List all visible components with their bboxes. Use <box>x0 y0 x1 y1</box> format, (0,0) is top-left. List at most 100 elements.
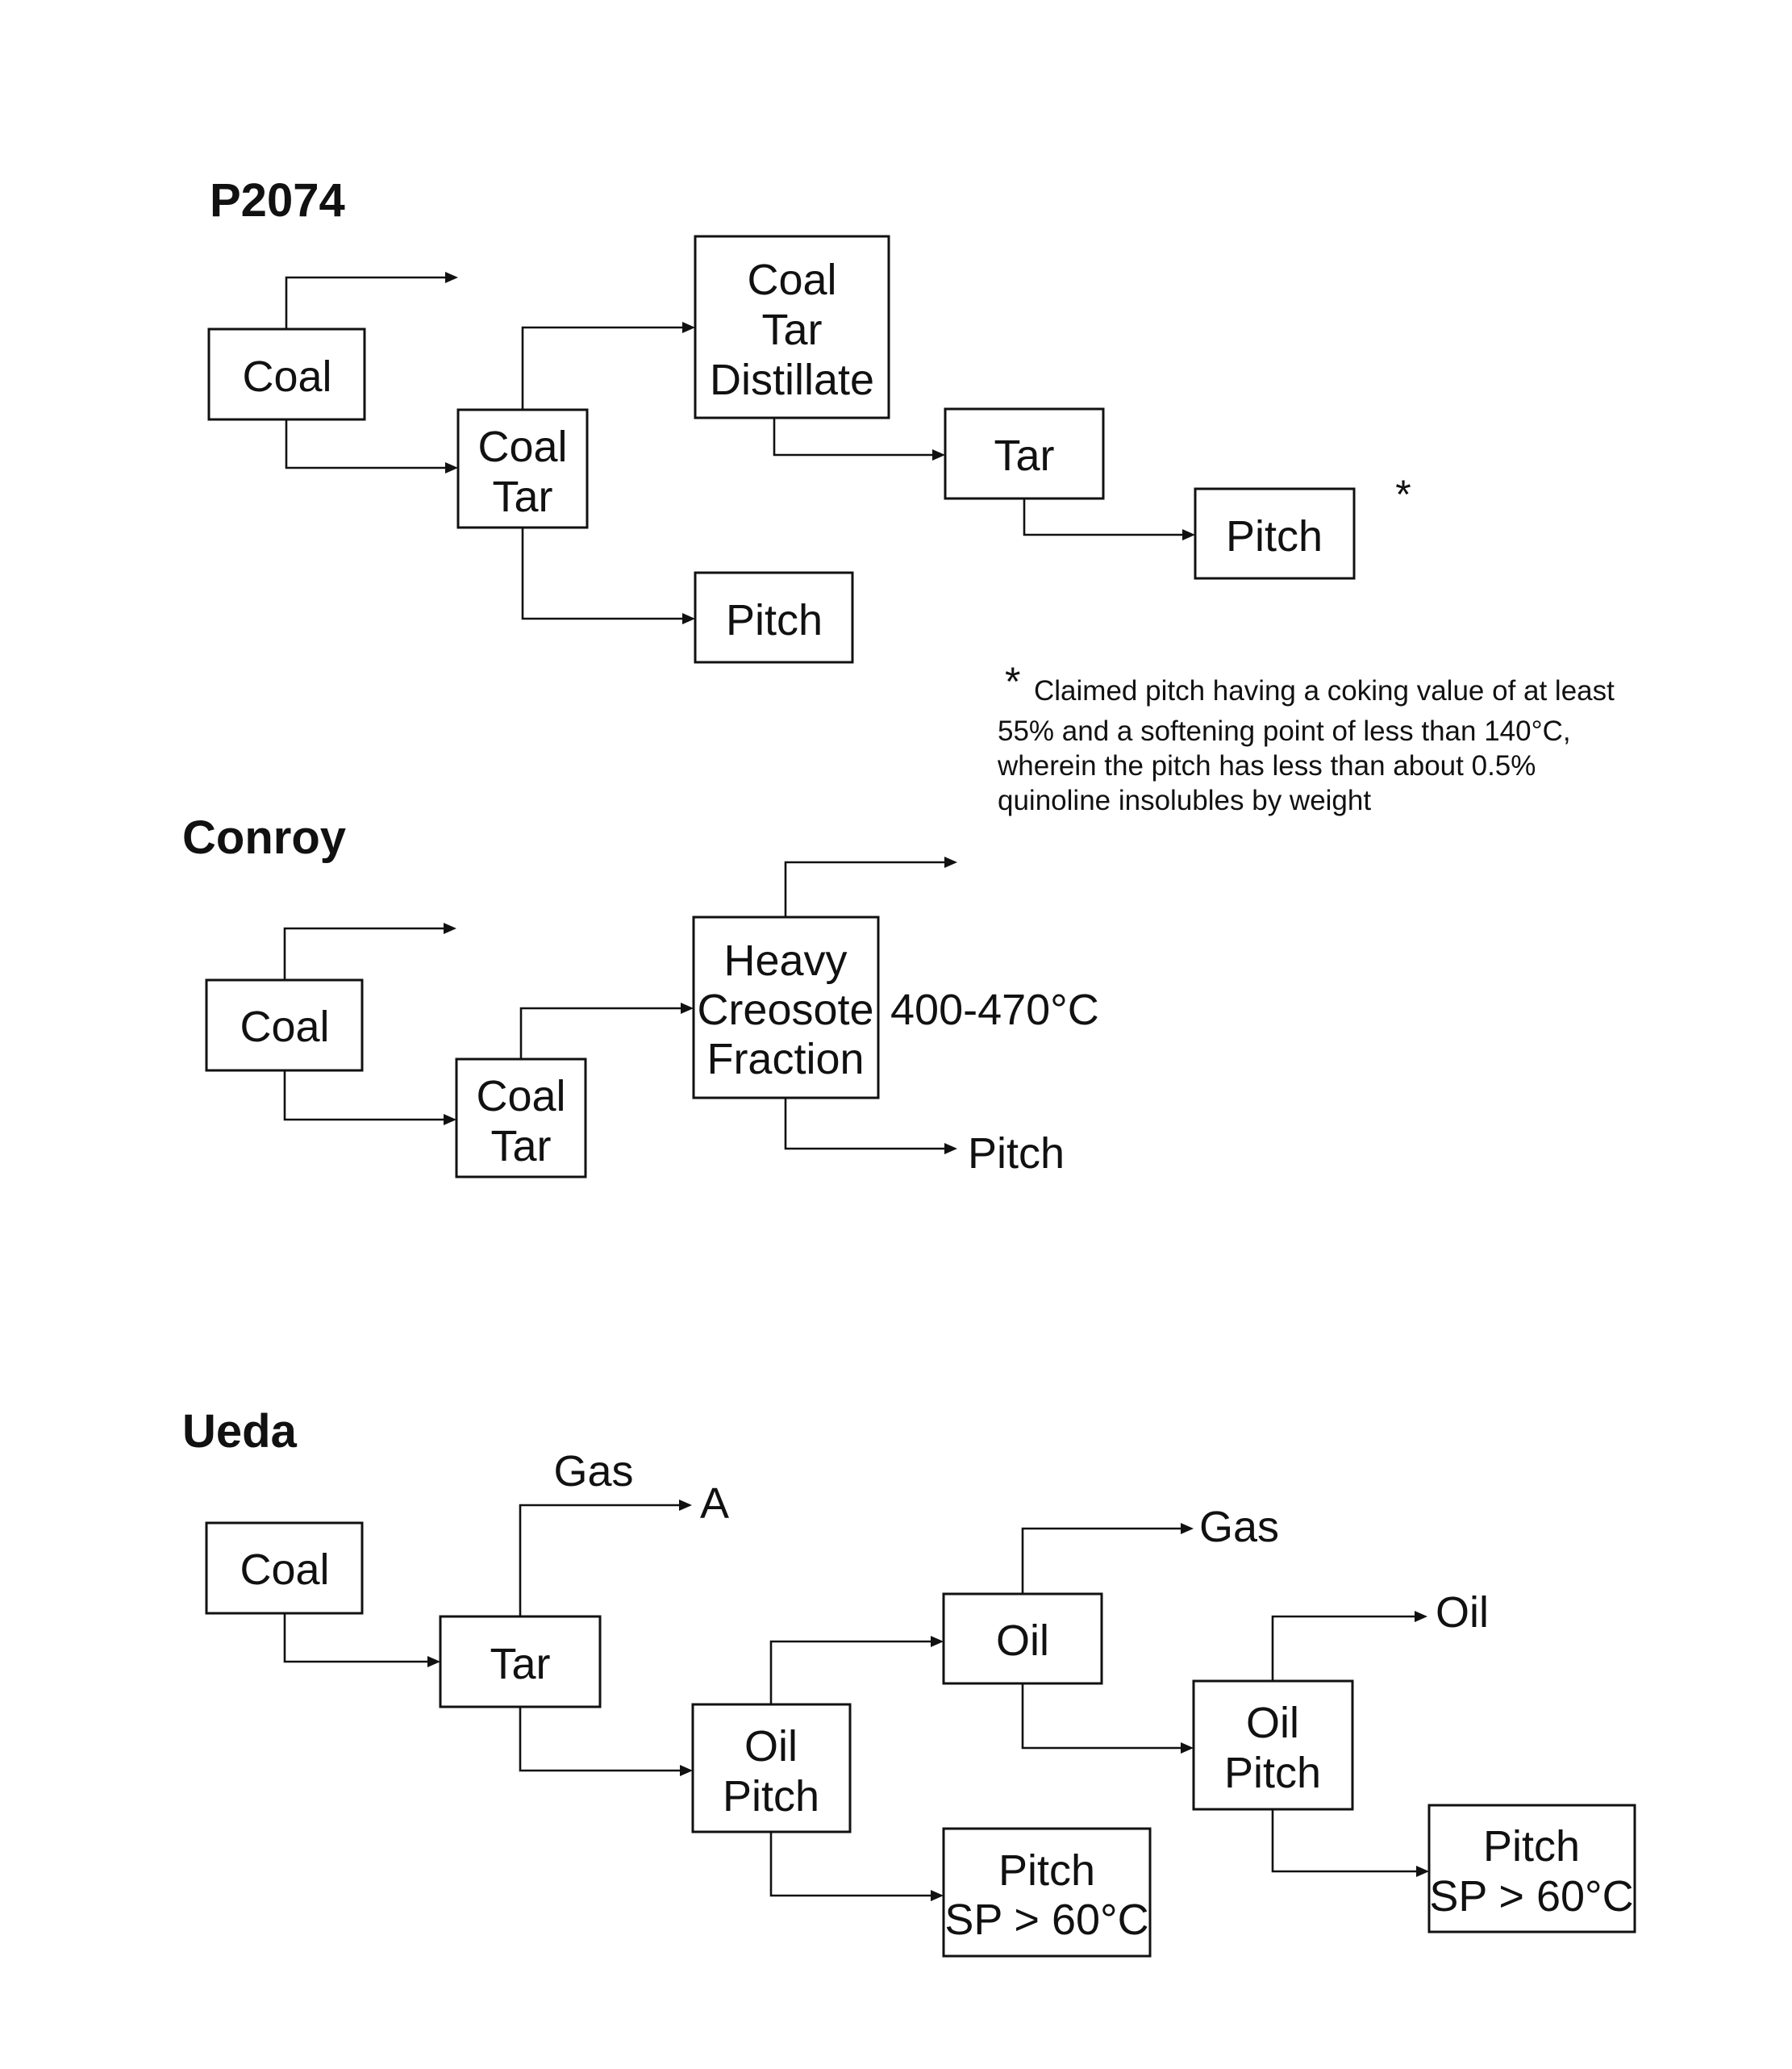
footnote-asterisk: * <box>1005 659 1020 704</box>
ueda-tar-box: Tar <box>440 1616 600 1707</box>
p2074-coal-tar-box: Coal Tar <box>458 410 587 528</box>
arrow-right-icon <box>444 1114 456 1125</box>
ueda-pitch-sp-2-line-2: SP > 60°C <box>1429 1872 1633 1921</box>
ueda-oil-pitch-1-box: Oil Pitch <box>693 1704 850 1832</box>
conroy-coal-vent-line <box>285 928 444 980</box>
arrow-right-icon <box>1182 529 1195 540</box>
ueda-oil-pitch-2-to-pitch-line <box>1273 1809 1417 1871</box>
conroy-coal-box: Coal <box>206 980 362 1070</box>
conroy-coal-tar-line-2: Tar <box>490 1122 551 1170</box>
p2074-claim-footnote: * Claimed pitch having a coking value of… <box>997 659 1615 816</box>
arrow-right-icon <box>1181 1742 1194 1754</box>
conroy-coal-label: Coal <box>240 1003 329 1051</box>
p2074-tar-to-pitch-line <box>523 528 683 619</box>
ueda-gas-output-label: Gas <box>1199 1503 1279 1551</box>
conroy-title: Conroy <box>182 811 346 864</box>
ueda-pitch-sp-2-line-1: Pitch <box>1483 1822 1580 1871</box>
arrow-right-icon <box>682 322 695 333</box>
conroy-coal-to-tar-line <box>285 1070 444 1120</box>
arrow-right-icon <box>680 1765 693 1776</box>
arrow-right-icon <box>679 1500 692 1511</box>
arrow-right-icon <box>682 613 695 624</box>
arrow-right-icon <box>944 857 957 868</box>
ueda-coal-label: Coal <box>240 1545 329 1594</box>
p2074-distillate-to-tar-line <box>774 418 933 455</box>
p2074-coal-tar-line-1: Coal <box>477 423 567 471</box>
ueda-a-label: A <box>700 1479 729 1528</box>
p2074-distillate-line-1: Coal <box>747 256 836 304</box>
ueda-pitch-sp-1-box: Pitch SP > 60°C <box>944 1829 1150 1956</box>
conroy-section: Conroy Coal Coal Tar Heavy Creosote Frac… <box>182 811 1099 1178</box>
ueda-oil-pitch-1-line-1: Oil <box>744 1722 798 1771</box>
ueda-title: Ueda <box>182 1405 298 1458</box>
p2074-distillate-line-2: Tar <box>761 306 822 354</box>
ueda-tar-label: Tar <box>490 1640 550 1688</box>
p2074-section: P2074 Coal Coal Tar Coal Tar Distillate … <box>209 174 1615 816</box>
ueda-pitch-sp-1-line-1: Pitch <box>998 1846 1095 1895</box>
ueda-oil-pitch-1-line-2: Pitch <box>723 1772 819 1821</box>
ueda-oil-pitch-to-pitch-line <box>771 1832 931 1896</box>
ueda-oil-to-oil-pitch-line <box>1023 1683 1181 1748</box>
p2074-tar-to-distillate-line <box>523 327 683 410</box>
conroy-creosote-to-pitch-line <box>786 1098 945 1149</box>
conroy-creosote-vent-line <box>786 862 945 917</box>
ueda-oil-pitch-2-oil-line <box>1273 1616 1415 1681</box>
ueda-tar-gas-line <box>520 1505 680 1616</box>
p2074-claimed-pitch-label: Pitch <box>1226 512 1323 561</box>
ueda-oil-pitch-to-oil-line <box>771 1641 931 1704</box>
footnote-line-2: 55% and a softening point of less than 1… <box>998 715 1571 747</box>
ueda-oil-pitch-2-line-1: Oil <box>1246 1699 1299 1747</box>
arrow-right-icon <box>1181 1523 1194 1534</box>
arrow-right-icon <box>944 1143 957 1154</box>
arrow-right-icon <box>932 449 945 461</box>
arrow-right-icon <box>427 1656 440 1667</box>
arrow-right-icon <box>1415 1611 1427 1622</box>
ueda-oil-output-label: Oil <box>1436 1588 1489 1637</box>
p2074-distillate-line-3: Distillate <box>710 356 874 404</box>
p2074-claim-asterisk: * <box>1395 472 1411 517</box>
ueda-oil-gas-line <box>1023 1529 1181 1594</box>
ueda-pitch-sp-2-box: Pitch SP > 60°C <box>1429 1805 1635 1932</box>
p2074-tar-label: Tar <box>994 432 1054 480</box>
footnote-line-3: wherein the pitch has less than about 0.… <box>997 750 1536 782</box>
ueda-oil-1-label: Oil <box>996 1616 1049 1665</box>
p2074-coal-vent-line <box>286 277 446 329</box>
conroy-heavy-creosote-line-1: Heavy <box>723 936 847 985</box>
arrow-right-icon <box>931 1890 944 1901</box>
arrow-right-icon <box>681 1003 694 1014</box>
p2074-claimed-pitch-box: Pitch <box>1195 489 1354 578</box>
conroy-pitch-output-label: Pitch <box>968 1129 1065 1178</box>
p2074-distillate-box: Coal Tar Distillate <box>695 236 889 418</box>
p2074-coal-tar-line-2: Tar <box>492 473 552 521</box>
ueda-oil-pitch-2-box: Oil Pitch <box>1194 1681 1352 1809</box>
p2074-tar-to-claimed-pitch-line <box>1024 498 1183 535</box>
arrow-right-icon <box>445 462 458 473</box>
ueda-coal-to-tar-line <box>285 1613 428 1662</box>
conroy-heavy-creosote-line-2: Creosote <box>697 986 873 1034</box>
footnote-line-4: quinoline insolubles by weight <box>998 785 1371 816</box>
conroy-heavy-creosote-box: Heavy Creosote Fraction <box>694 917 878 1098</box>
conroy-coal-tar-line-1: Coal <box>476 1072 565 1120</box>
p2074-pitch-box: Pitch <box>695 573 852 662</box>
arrow-right-icon <box>444 923 456 934</box>
conroy-heavy-creosote-line-3: Fraction <box>706 1035 864 1083</box>
conroy-coal-tar-box: Coal Tar <box>456 1059 586 1177</box>
arrow-right-icon <box>445 272 458 283</box>
p2074-coal-label: Coal <box>242 352 331 401</box>
ueda-oil-pitch-2-line-2: Pitch <box>1224 1749 1321 1797</box>
ueda-coal-box: Coal <box>206 1523 362 1613</box>
conroy-temperature-label: 400-470°C <box>890 986 1099 1034</box>
ueda-oil-1-box: Oil <box>944 1594 1102 1683</box>
p2074-title: P2074 <box>210 174 345 227</box>
ueda-pitch-sp-1-line-2: SP > 60°C <box>944 1896 1148 1944</box>
p2074-pitch-label: Pitch <box>726 596 823 644</box>
footnote-line-1: Claimed pitch having a coking value of a… <box>1034 675 1615 707</box>
p2074-tar-box: Tar <box>945 409 1103 498</box>
ueda-gas-label: Gas <box>553 1447 633 1495</box>
arrow-right-icon <box>931 1636 944 1647</box>
arrow-right-icon <box>1416 1866 1429 1877</box>
ueda-tar-to-oil-pitch-line <box>520 1707 681 1771</box>
conroy-tar-to-creosote-line <box>521 1008 681 1059</box>
p2074-coal-to-tar-line <box>286 419 446 468</box>
p2074-coal-box: Coal <box>209 329 365 419</box>
